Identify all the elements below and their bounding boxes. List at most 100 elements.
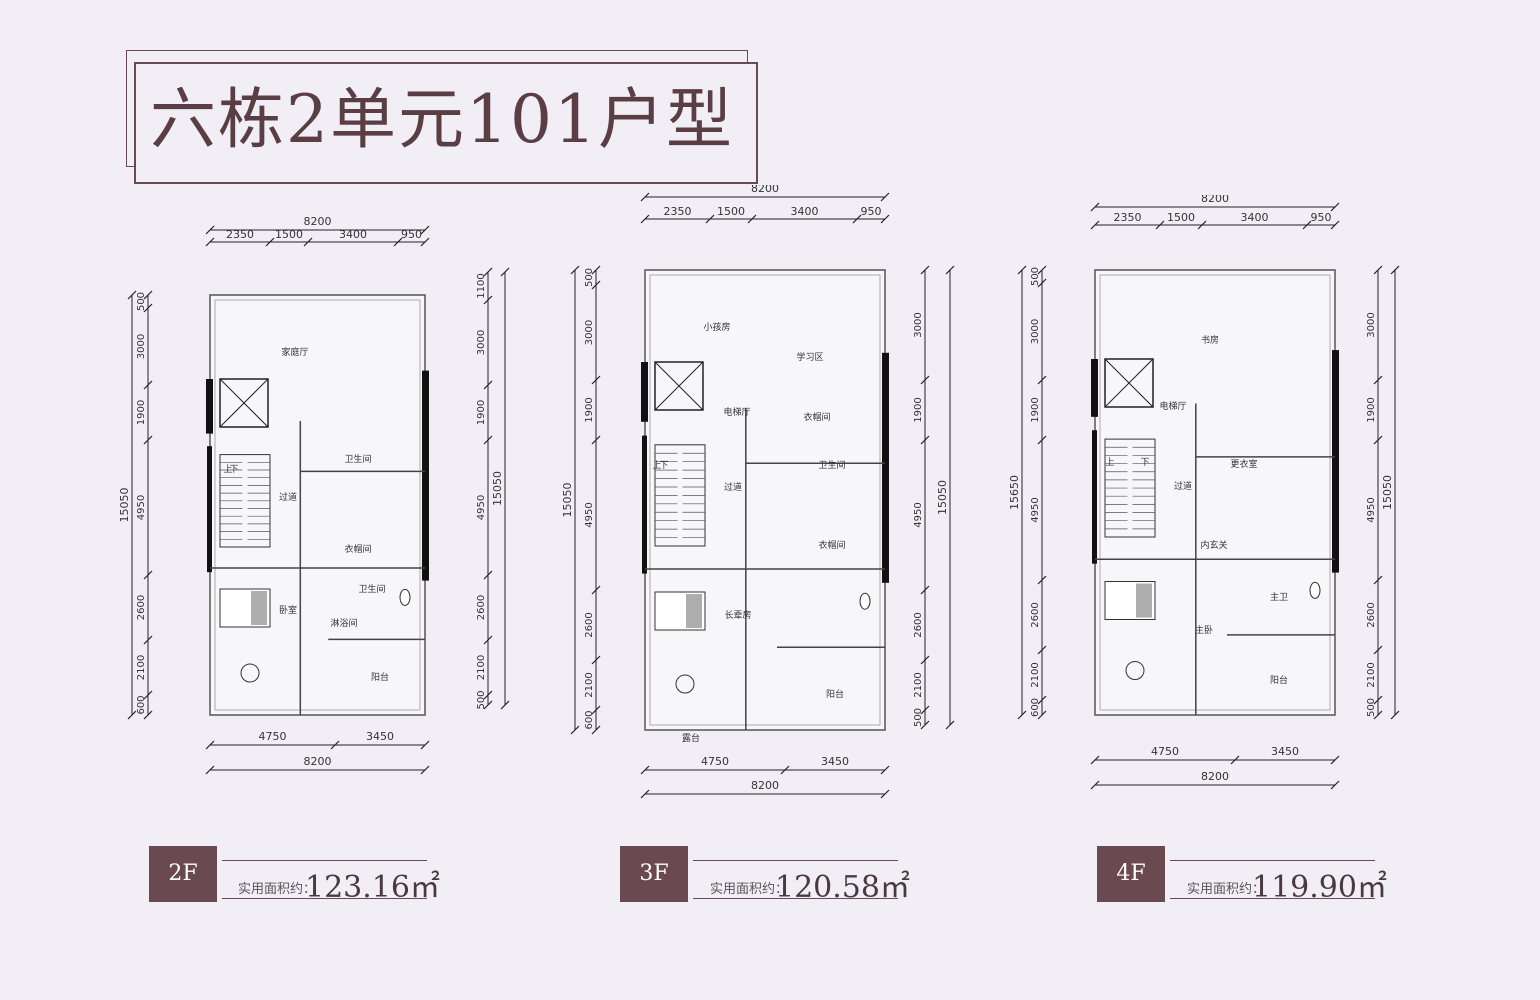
dim-tick xyxy=(852,214,862,224)
dim-tick xyxy=(920,585,930,595)
room-label: 阳台 xyxy=(826,688,844,700)
area-label-3f: 实用面积约： xyxy=(710,882,789,897)
right-segment-dimension: 2600 xyxy=(1366,602,1377,627)
structural-wall xyxy=(882,352,889,583)
dim-tick xyxy=(265,237,275,247)
room-label: 电梯厅 xyxy=(723,406,750,418)
structural-wall xyxy=(207,446,212,573)
dim-tick xyxy=(1390,265,1400,275)
dim-tick xyxy=(1037,375,1047,385)
left-segment-dimension: 4950 xyxy=(584,502,595,527)
room-label: 小孩房 xyxy=(703,321,730,333)
room-label: 电梯厅 xyxy=(1159,400,1186,412)
dim-tick xyxy=(570,265,580,275)
area-rule-4f xyxy=(1170,860,1375,861)
right-segment-dimension: 3000 xyxy=(913,312,924,337)
dim-tick xyxy=(1155,220,1165,230)
right-segment-dimension: 2100 xyxy=(1366,662,1377,687)
dim-tick xyxy=(1230,755,1240,765)
elevator-shaft xyxy=(219,378,269,428)
dim-tick xyxy=(143,570,153,580)
dim-tick xyxy=(1330,780,1340,790)
right-total-dimension: 15050 xyxy=(936,480,949,515)
room-label: 露台 xyxy=(682,732,700,744)
right-segment-dimension: 4950 xyxy=(1366,497,1377,522)
bottom-segment-dimension: 3450 xyxy=(366,730,394,743)
dim-tick xyxy=(1037,695,1047,705)
dim-tick xyxy=(483,267,493,277)
elevator-cross xyxy=(219,378,269,428)
right-segment-dimension: 500 xyxy=(1366,698,1377,717)
dim-tick xyxy=(393,237,403,247)
right-total-dimension: 15050 xyxy=(1381,475,1394,510)
right-total-dimension: 15050 xyxy=(491,471,504,506)
left-segment-dimension: 1900 xyxy=(1030,397,1041,422)
dim-tick xyxy=(1302,220,1312,230)
left-segment-dimension: 1900 xyxy=(136,400,147,425)
right-segment-dimension: 4950 xyxy=(913,502,924,527)
dim-tick xyxy=(920,705,930,715)
top-segment-dimension: 2350 xyxy=(226,228,254,241)
left-total-dimension: 15050 xyxy=(561,483,574,518)
floor-badge-3f: 3F xyxy=(620,846,688,902)
dim-tick xyxy=(591,265,601,275)
top-segment-dimension: 1500 xyxy=(717,205,745,218)
building-outline xyxy=(644,269,886,731)
room-label: 过道 xyxy=(1174,480,1192,492)
dim-tick xyxy=(570,725,580,735)
right-segment-dimension: 500 xyxy=(913,708,924,727)
area-rule-2f xyxy=(222,860,427,861)
dim-tick xyxy=(1017,265,1027,275)
left-segment-dimension: 4950 xyxy=(1030,497,1041,522)
toilet-icon xyxy=(399,588,411,606)
left-segment-dimension: 2600 xyxy=(584,612,595,637)
bottom-total-dimension: 8200 xyxy=(304,755,332,768)
top-segment-dimension: 3400 xyxy=(791,205,819,218)
dim-tick xyxy=(420,765,430,775)
dim-tick xyxy=(500,700,510,710)
right-segment-dimension: 2100 xyxy=(913,672,924,697)
dim-tick xyxy=(880,789,890,799)
dim-tick xyxy=(747,214,757,224)
dim-tick xyxy=(880,765,890,775)
dim-tick xyxy=(205,237,215,247)
dim-tick xyxy=(945,720,955,730)
dim-tick xyxy=(1330,202,1340,212)
floor-badge-4f: 4F xyxy=(1097,846,1165,902)
dim-tick xyxy=(1373,575,1383,585)
left-segment-dimension: 2100 xyxy=(584,672,595,697)
dim-tick xyxy=(640,192,650,202)
left-segment-dimension: 600 xyxy=(584,710,595,729)
room-label: 上 xyxy=(223,464,232,475)
room-label: 卫生间 xyxy=(818,459,845,471)
dim-tick xyxy=(143,710,153,720)
room-label: 主卧 xyxy=(1195,624,1213,636)
dim-tick xyxy=(205,225,215,235)
inner-wall-line xyxy=(214,299,421,711)
dim-tick xyxy=(920,435,930,445)
top-segment-dimension: 3400 xyxy=(1241,211,1269,224)
elevator-cross xyxy=(654,361,704,411)
left-segment-dimension: 500 xyxy=(584,268,595,287)
right-segment-dimension: 1900 xyxy=(913,397,924,422)
title-frame xyxy=(134,62,758,184)
top-segment-dimension: 2350 xyxy=(1114,211,1142,224)
inner-wall-line xyxy=(649,274,881,726)
dim-tick xyxy=(1037,710,1047,720)
dim-tick xyxy=(127,290,137,300)
dim-tick xyxy=(420,740,430,750)
structural-wall xyxy=(1091,359,1098,417)
room-label: 淋浴间 xyxy=(330,617,357,629)
dim-tick xyxy=(591,435,601,445)
room-label: 衣帽间 xyxy=(344,543,371,555)
area-underline-3f xyxy=(693,898,898,899)
left-segment-dimension: 3000 xyxy=(136,334,147,359)
right-segment-dimension: 3000 xyxy=(1366,312,1377,337)
dim-tick xyxy=(1373,695,1383,705)
bed-icon xyxy=(1104,581,1156,620)
top-segment-dimension: 950 xyxy=(1311,211,1332,224)
dim-tick xyxy=(143,690,153,700)
dim-tick xyxy=(1090,202,1100,212)
toilet-icon xyxy=(859,592,871,610)
top-total-dimension: 8200 xyxy=(751,185,779,195)
